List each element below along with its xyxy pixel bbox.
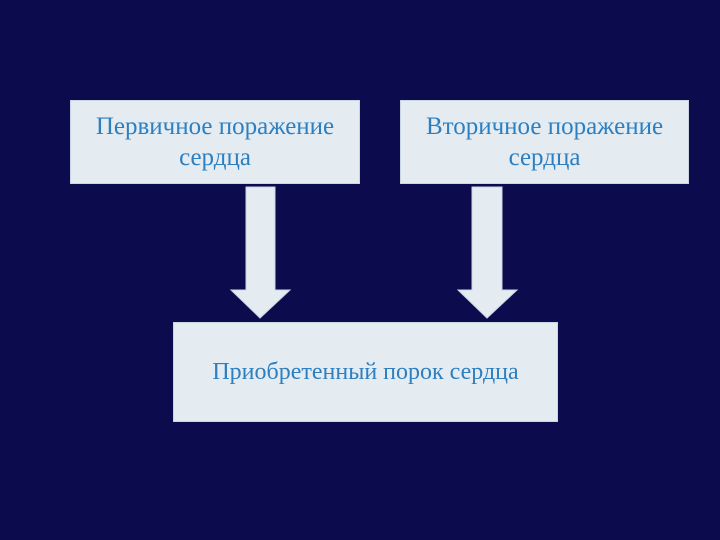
secondary-damage-box: Вторичное поражение сердца [400, 100, 689, 184]
acquired-defect-box: Приобретенный порок сердца [173, 322, 558, 422]
arrow-secondary-to-result [456, 186, 519, 319]
secondary-damage-label: Вторичное поражение сердца [425, 112, 664, 171]
acquired-defect-label: Приобретенный порок сердца [212, 358, 519, 385]
primary-damage-label: Первичное поражение сердца [95, 112, 335, 171]
primary-damage-box: Первичное поражение сердца [70, 100, 360, 184]
arrow-primary-to-result [229, 186, 292, 319]
